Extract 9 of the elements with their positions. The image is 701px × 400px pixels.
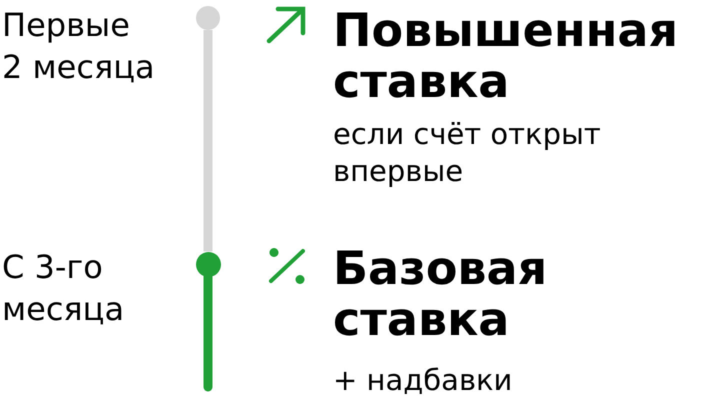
rate-heading: Повышенная ставка xyxy=(333,5,679,107)
timeline-dot xyxy=(196,6,220,30)
period-label: С 3-го месяца xyxy=(2,247,126,330)
timeline-dot xyxy=(196,252,220,276)
rate-heading: Базовая ставка xyxy=(333,243,548,345)
rate-note: если счёт открыт впервые xyxy=(333,116,602,190)
rate-note: + надбавки xyxy=(333,362,514,399)
period-label: Первые 2 месяца xyxy=(2,5,156,88)
timeline-line xyxy=(204,30,212,252)
